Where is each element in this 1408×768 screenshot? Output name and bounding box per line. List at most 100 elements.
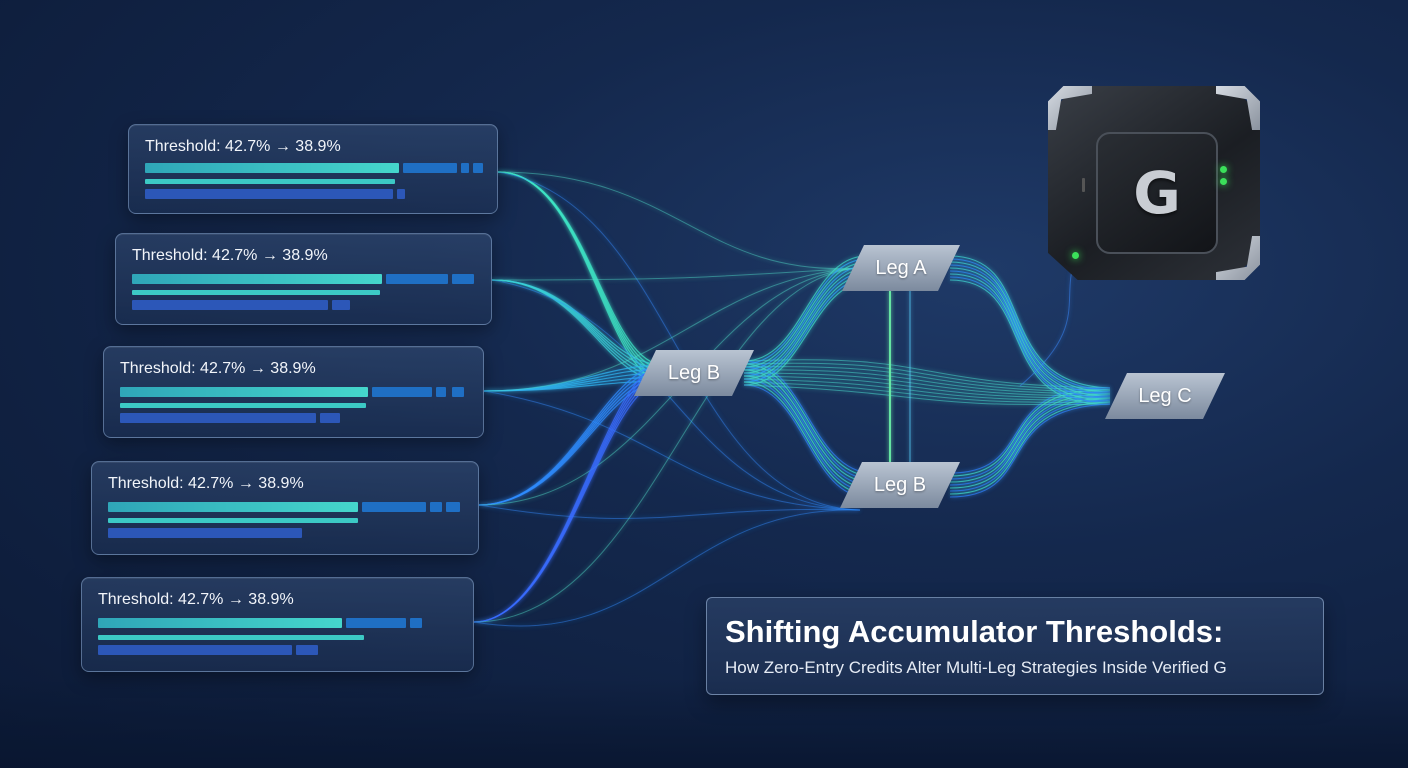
bar-indigo <box>98 645 292 655</box>
threshold-label: Threshold: 42.7% → 38.9% <box>132 247 328 264</box>
connection-line <box>743 255 871 362</box>
device-slot <box>1082 178 1085 192</box>
threshold-card-3: Threshold: 42.7% → 38.9% <box>103 346 484 438</box>
connection-line <box>743 381 1111 403</box>
connection-line <box>473 509 861 627</box>
threshold-label: Threshold: 42.7% → 38.9% <box>120 360 316 377</box>
connection-line <box>497 171 665 378</box>
connection-line <box>743 375 1111 399</box>
bar-indigo <box>296 645 318 655</box>
bar-blue <box>430 502 442 512</box>
connection-line <box>491 279 665 382</box>
connection-line <box>743 258 871 365</box>
connection-line <box>949 397 1111 489</box>
caption-subtitle: How Zero-Entry Credits Alter Multi-Leg S… <box>725 658 1227 677</box>
node-leg-b-low-label: Leg B <box>873 473 927 496</box>
connection-line <box>949 264 1111 395</box>
node-leg-c: Leg C <box>1105 373 1225 419</box>
connection-line <box>491 267 861 281</box>
bar-blue <box>346 618 406 628</box>
connection-line <box>743 366 1111 393</box>
bar-teal <box>98 618 342 628</box>
connection-line <box>949 276 1111 403</box>
connection-line <box>949 395 1111 486</box>
device-logo: G <box>1133 159 1181 227</box>
node-leg-a: Leg A <box>842 245 960 291</box>
status-led <box>1072 252 1079 259</box>
node-leg-b-mid-label: Leg B <box>667 361 721 384</box>
bar-indigo <box>132 300 328 310</box>
connection-line <box>473 267 861 623</box>
threshold-card-2: Threshold: 42.7% → 38.9% <box>115 233 492 325</box>
bar-blue <box>410 618 422 628</box>
bar-blue <box>362 502 426 512</box>
bar-blue <box>386 274 448 284</box>
bar-teal <box>120 387 368 397</box>
connection-line <box>743 267 871 374</box>
connection-line <box>497 171 665 370</box>
connection-line <box>743 261 871 368</box>
connection-line <box>949 261 1111 393</box>
bar-teal <box>132 274 382 284</box>
bar-teal-thin <box>108 518 358 523</box>
connection-line <box>473 368 665 623</box>
hardware-chip-icon: G <box>1048 86 1260 280</box>
connection-line <box>743 378 871 492</box>
connection-line <box>949 401 1111 495</box>
threshold-label: Threshold: 42.7% → 38.9% <box>145 138 341 155</box>
connection-line <box>743 378 1111 401</box>
connection-line <box>497 171 665 366</box>
bar-blue <box>372 387 432 397</box>
bar-indigo <box>332 300 350 310</box>
node-leg-b-mid: Leg B <box>634 350 754 396</box>
bar-blue <box>461 163 469 173</box>
connection-line <box>497 171 861 270</box>
node-leg-a-label: Leg A <box>875 256 927 279</box>
status-led <box>1220 178 1227 185</box>
connection-line <box>491 279 861 511</box>
threshold-label: Threshold: 42.7% → 38.9% <box>108 475 304 492</box>
bar-indigo <box>120 413 316 423</box>
connection-line <box>478 380 665 506</box>
connection-line <box>743 359 1111 389</box>
threshold-card-1: Threshold: 42.7% → 38.9% <box>128 124 498 214</box>
threshold-card-4: Threshold: 42.7% → 38.9% <box>91 461 479 555</box>
device-face: G <box>1096 132 1218 254</box>
bar-teal <box>145 163 399 173</box>
connection-line <box>949 403 1111 498</box>
connection-line <box>743 362 1111 391</box>
connection-line <box>743 384 1111 406</box>
connection-line <box>949 270 1111 399</box>
bar-blue <box>436 387 446 397</box>
bar-blue <box>446 502 460 512</box>
connection-line <box>497 171 665 374</box>
connection-line <box>478 504 861 520</box>
bar-indigo <box>145 189 393 199</box>
bar-blue <box>403 163 457 173</box>
bar-teal-thin <box>132 290 380 295</box>
connection-line <box>497 171 861 511</box>
connection-line <box>483 390 861 511</box>
connection-line <box>743 372 1111 397</box>
bar-teal-thin <box>98 635 364 640</box>
connection-line <box>949 279 1111 405</box>
caption-title: Shifting Accumulator Thresholds: <box>725 614 1224 649</box>
status-led <box>1220 166 1227 173</box>
bar-blue <box>452 387 464 397</box>
connection-line <box>743 264 871 371</box>
bar-indigo <box>320 413 340 423</box>
connection-line <box>949 393 1111 483</box>
bar-blue <box>452 274 474 284</box>
connection-line <box>483 267 861 392</box>
connection-line <box>949 273 1111 401</box>
threshold-card-5: Threshold: 42.7% → 38.9% <box>81 577 474 672</box>
node-leg-c-label: Leg C <box>1138 384 1192 407</box>
node-leg-b-low: Leg B <box>840 462 960 508</box>
bar-indigo <box>108 528 302 538</box>
connection-line <box>743 369 1111 395</box>
bar-teal-thin <box>145 179 395 184</box>
bar-blue <box>473 163 483 173</box>
connection-line <box>497 171 665 382</box>
